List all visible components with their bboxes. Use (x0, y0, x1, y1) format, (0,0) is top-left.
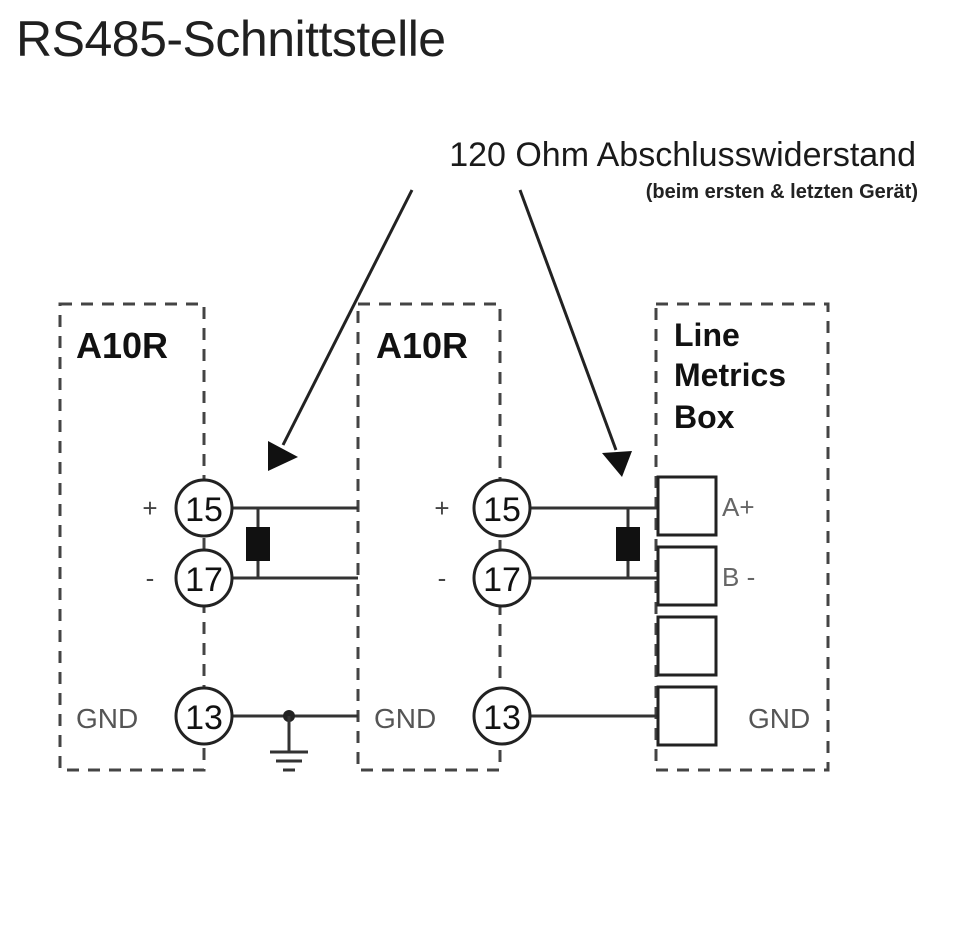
annotation-sub: (beim ersten & letzten Gerät) (646, 181, 918, 203)
box-terminal-a (656, 475, 718, 537)
annotation-main: 120 Ohm Abschlusswiderstand (449, 136, 916, 174)
arrow-to-resistor-1 (268, 189, 414, 471)
device-1-minus-label: - (146, 563, 155, 593)
device-1-plus-label: + (142, 493, 157, 523)
device-2-gnd-label: GND (374, 703, 436, 734)
page-title: RS485-Schnittstelle (16, 11, 446, 67)
device-2-plus-label: + (434, 493, 449, 523)
box-name-line-2: Metrics (674, 357, 786, 393)
box-terminal-b (656, 545, 718, 607)
device-1-terminal-17: 17 (174, 548, 234, 608)
device-2-minus-label: - (438, 563, 447, 593)
box-terminal-gnd (656, 685, 718, 747)
device-2-frame (356, 302, 502, 772)
box-name-line-1: Line (674, 317, 740, 353)
device-1-gnd-label: GND (76, 703, 138, 734)
svg-text:17: 17 (185, 561, 223, 599)
device-2-terminal-15: 15 (472, 478, 532, 538)
device-2-name: A10R (376, 325, 468, 366)
device-1-name: A10R (76, 325, 168, 366)
device-2-terminal-17: 17 (472, 548, 532, 608)
box-terminal-empty (656, 615, 718, 677)
ground-icon (270, 710, 308, 772)
svg-text:15: 15 (185, 491, 223, 529)
svg-text:13: 13 (483, 699, 521, 737)
device-1-frame (58, 302, 206, 772)
device-1-terminal-15: 15 (174, 478, 234, 538)
box-a-plus-label: A+ (722, 492, 755, 522)
svg-text:15: 15 (483, 491, 521, 529)
box-gnd-label: GND (748, 703, 810, 734)
device-2-terminal-13: 13 (472, 686, 532, 746)
svg-text:13: 13 (185, 699, 223, 737)
termination-resistor-1 (246, 508, 270, 578)
box-frame (654, 302, 830, 772)
box-name-line-3: Box (674, 399, 735, 435)
termination-resistor-2 (616, 508, 640, 578)
box-b-minus-label: B - (722, 562, 755, 592)
arrow-to-resistor-2 (518, 189, 632, 477)
device-1-terminal-13: 13 (174, 686, 234, 746)
svg-text:17: 17 (483, 561, 521, 599)
